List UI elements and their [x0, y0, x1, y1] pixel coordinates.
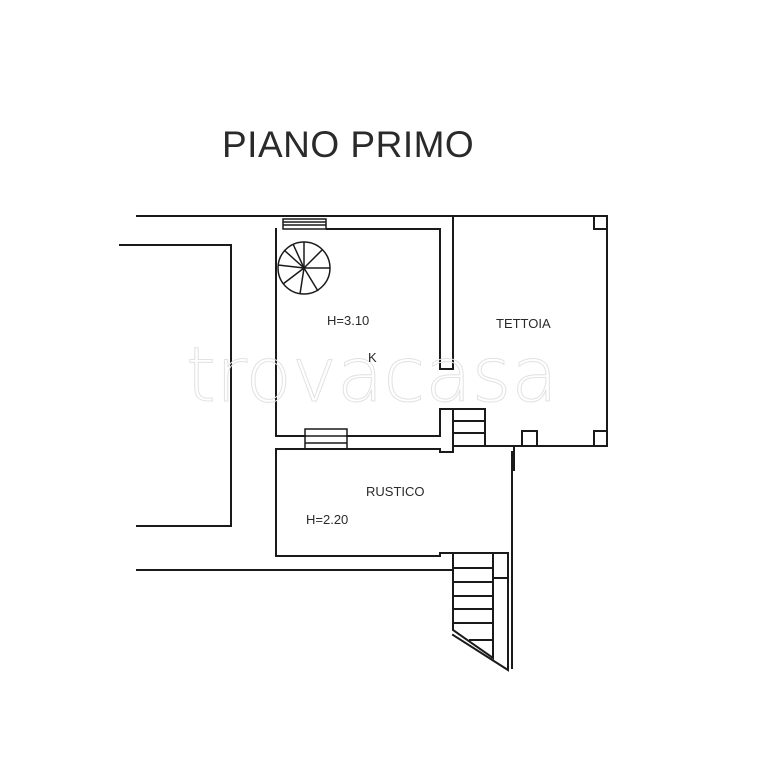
- rustico-height-label: H=2.20: [306, 512, 349, 527]
- page-title: PIANO PRIMO: [222, 124, 475, 165]
- rustico-label: RUSTICO: [366, 484, 425, 499]
- rustico-top-right-wall: [346, 445, 486, 453]
- kitchen-walls: [326, 215, 454, 370]
- stair-rail: [451, 577, 509, 672]
- pillar-top-right: [593, 215, 608, 230]
- rustico-walls: [275, 448, 454, 571]
- tettoia-label: TETTOIA: [496, 316, 551, 331]
- left-structure-wall: [119, 244, 232, 527]
- pillar-bottom-right: [593, 430, 608, 447]
- top-window: [282, 218, 327, 230]
- kitchen-height-label: H=3.10: [327, 313, 370, 328]
- external-stairs: [452, 552, 494, 660]
- kitchen-left-wall: [275, 228, 306, 437]
- connecting-steps: [304, 428, 348, 450]
- stair-landing: [492, 552, 509, 579]
- pillar-bottom-mid: [521, 430, 538, 447]
- spiral-staircase-icon: [277, 241, 331, 295]
- watermark: trovacasa: [186, 330, 559, 420]
- kitchen-label: K: [368, 350, 377, 365]
